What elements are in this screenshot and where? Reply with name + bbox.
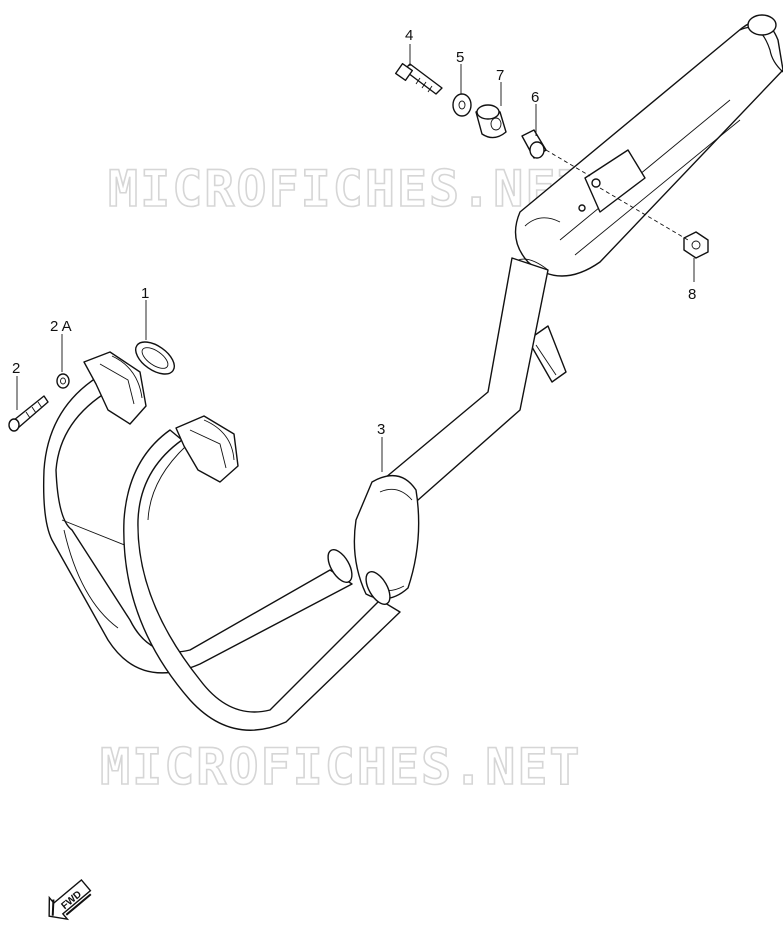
- header-pipe-a: [43, 377, 353, 674]
- washer-2a: [56, 373, 70, 389]
- link-pipe: [384, 257, 549, 501]
- flange-front: [83, 351, 147, 425]
- callout-2: 2: [12, 360, 20, 377]
- flange-rear: [175, 415, 239, 483]
- leader-lines: [16, 44, 695, 472]
- bolt-6: [521, 129, 547, 159]
- header-pipe-b: [123, 429, 401, 731]
- callout-4: 4: [405, 27, 413, 44]
- watermark-top: MICROFICHES.NET: [108, 160, 590, 218]
- washer-5: [452, 93, 472, 117]
- muffler: [514, 14, 783, 383]
- callout-3: 3: [377, 421, 385, 438]
- callout-8: 8: [688, 286, 696, 303]
- callout-7: 7: [496, 67, 504, 84]
- nut-8: [683, 231, 709, 259]
- callout-2a: 2 A: [50, 318, 72, 335]
- watermark-bottom: MICROFICHES.NET: [100, 738, 582, 796]
- callout-1: 1: [141, 285, 149, 302]
- collector-joints: [327, 549, 391, 605]
- bush-7: [475, 104, 507, 139]
- collector: [353, 474, 420, 600]
- assembly-lines: [545, 149, 689, 241]
- bolt-2: [8, 395, 49, 432]
- callout-5: 5: [456, 49, 464, 66]
- callout-6: 6: [531, 89, 539, 106]
- gasket: [135, 341, 175, 375]
- bolt-4: [394, 62, 443, 95]
- fwd-arrow-icon: FWD: [48, 878, 92, 921]
